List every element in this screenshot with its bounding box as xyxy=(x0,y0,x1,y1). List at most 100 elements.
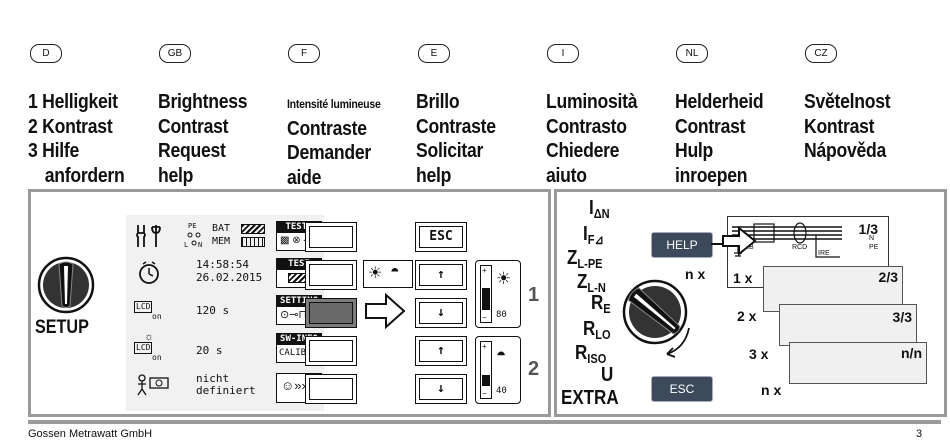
test-tag: TEST xyxy=(277,259,321,270)
brightness-minus: − xyxy=(482,313,487,322)
card-4-page: n/n xyxy=(901,345,922,361)
esc-key[interactable]: ESC xyxy=(415,222,467,252)
lang-column-gb: Brightness Contrast Request help xyxy=(158,90,248,188)
lang-e-line4: help xyxy=(416,164,452,187)
meas-riso: RISO xyxy=(575,342,607,366)
soft-button-5[interactable] xyxy=(305,374,357,404)
help-connector xyxy=(711,243,727,245)
lcd-timeout-value: 120 s xyxy=(196,304,230,317)
circuit-schematic-icon xyxy=(732,222,842,258)
card-3-page: 3/3 xyxy=(892,309,912,325)
lang-gb-line2: Contrast xyxy=(158,115,229,138)
card-2-count: 2 x xyxy=(737,308,757,324)
soft-button-3-active[interactable] xyxy=(305,298,357,328)
lang-gb-line1: Brightness xyxy=(158,91,248,113)
lang-column-nl: Helderheid Contrast Hulp inroepen xyxy=(675,90,764,188)
up-key[interactable]: ↑ xyxy=(415,260,467,290)
card-n-count: n x xyxy=(761,382,782,398)
lang-e-line3: Solicitar xyxy=(416,140,484,162)
lang-gb-line4: help xyxy=(158,164,194,187)
mem-label: MEM xyxy=(212,236,231,247)
brightness-slider-fill xyxy=(482,287,490,310)
lcd-icon: LCD xyxy=(134,301,153,313)
sun-small-icon: ☼ xyxy=(144,331,155,343)
lang-cz-line3: Nápověda xyxy=(804,140,887,162)
lcd-row-system: PE L N BAT MEM TESTS ▩ ⊗ ◁ xyxy=(126,219,324,255)
footer-company: Gossen Metrawatt GmbH xyxy=(28,428,153,440)
contrast-slider-fill xyxy=(482,374,490,386)
profile-line2: definiert xyxy=(196,384,256,397)
lang-d-line4: anfordern xyxy=(44,164,125,187)
soft-button-1[interactable] xyxy=(305,222,357,252)
soft-button-4[interactable] xyxy=(305,336,357,366)
item-number-1: 1 xyxy=(28,91,38,113)
meas-idn: IΔN xyxy=(589,197,610,221)
bat-label: BAT xyxy=(212,223,231,234)
contrast-half-icon: ◓ xyxy=(496,345,507,364)
setting-tag: SETTING xyxy=(277,296,321,307)
brightness-plus: + xyxy=(482,266,487,275)
rotary-knob-icon[interactable] xyxy=(37,256,95,314)
tests-tag: TESTS xyxy=(277,222,321,233)
lang-code-nl: NL xyxy=(676,44,708,63)
down-key-2[interactable]: ↓ xyxy=(415,374,467,404)
lang-e-line1: Brillo xyxy=(416,91,460,113)
contrast-slider-track[interactable]: + − xyxy=(480,341,492,399)
pe-schem-label: PE xyxy=(869,244,879,251)
rcd-label: RCD xyxy=(792,244,808,251)
help-card-3: 3/3 xyxy=(779,304,917,346)
battery-icon xyxy=(241,224,265,234)
l-label: L xyxy=(184,241,189,249)
calib-label: CALIB.. xyxy=(279,348,317,358)
hollow-arrow-help-icon xyxy=(722,226,757,256)
lcd-row-profile: nicht definiert ☺»» xyxy=(126,371,324,407)
ire-label: IRE xyxy=(818,250,830,257)
lang-nl-line1: Helderheid xyxy=(675,91,764,113)
lang-cz-line2: Kontrast xyxy=(804,115,875,138)
meas-extra: EXTRA xyxy=(561,387,619,409)
lang-f-line3: Demander xyxy=(287,142,371,164)
clock-date: 26.02.2015 xyxy=(196,271,263,284)
brightness-value: 80 xyxy=(496,310,507,320)
brightness-contrast-box: ☀ ◓ xyxy=(363,260,413,288)
lang-code-d: D xyxy=(30,44,62,63)
down-key[interactable]: ↓ xyxy=(415,298,467,328)
lcd-row-power-off: LCD ☼ on 20 s SW-INFO CALIB.. xyxy=(126,331,324,369)
brightness-slider-track[interactable]: + − xyxy=(480,265,492,323)
lang-column-e: Brillo Contraste Solicitar help xyxy=(416,90,496,188)
up-key-2[interactable]: ↑ xyxy=(415,336,467,366)
memory-icon xyxy=(241,237,265,247)
help-button[interactable]: HELP xyxy=(651,232,713,258)
meas-re: RE xyxy=(591,292,611,316)
meas-zlpe: ZL-PE xyxy=(567,247,603,271)
lang-i-line4: aiuto xyxy=(546,164,587,187)
function-selector-icon[interactable] xyxy=(615,268,705,364)
n-schem-label: N xyxy=(869,235,875,242)
item-number-2: 2 xyxy=(28,115,38,138)
contrast-icon: ◓ xyxy=(390,263,400,280)
lang-code-f: F xyxy=(288,44,320,63)
power-off-value: 20 s xyxy=(196,344,223,357)
lang-i-line2: Contrasto xyxy=(546,115,627,138)
meas-if: IF⊿ xyxy=(583,223,604,247)
lang-code-e: E xyxy=(418,44,450,63)
lang-code-gb: GB xyxy=(159,44,191,63)
lang-d-line2: Kontrast xyxy=(42,115,113,138)
brightness-slider-box: + − ☀ 80 xyxy=(475,260,521,328)
meas-zln: ZL-N xyxy=(577,271,606,295)
soft-button-2[interactable] xyxy=(305,260,357,290)
lang-column-f: Intensité lumineuse Contraste Demander a… xyxy=(287,90,381,190)
item-number-3: 3 xyxy=(28,140,38,162)
lang-f-line4: aide xyxy=(287,166,322,189)
hollow-arrow-right-icon xyxy=(365,292,406,330)
lang-code-cz: CZ xyxy=(805,44,837,63)
card-3-count: 3 x xyxy=(749,346,769,362)
clock-icon xyxy=(139,261,159,284)
rb-label: RB xyxy=(744,244,754,251)
esc-button[interactable]: ESC xyxy=(651,376,713,402)
lang-e-line2: Contraste xyxy=(416,115,496,138)
contrast-slider-box: + − ◓ 40 xyxy=(475,336,521,404)
lang-column-cz: Světelnost Kontrast Nápověda xyxy=(804,90,891,164)
lang-f-line2: Contraste xyxy=(287,117,367,140)
meas-u: U xyxy=(601,364,614,386)
